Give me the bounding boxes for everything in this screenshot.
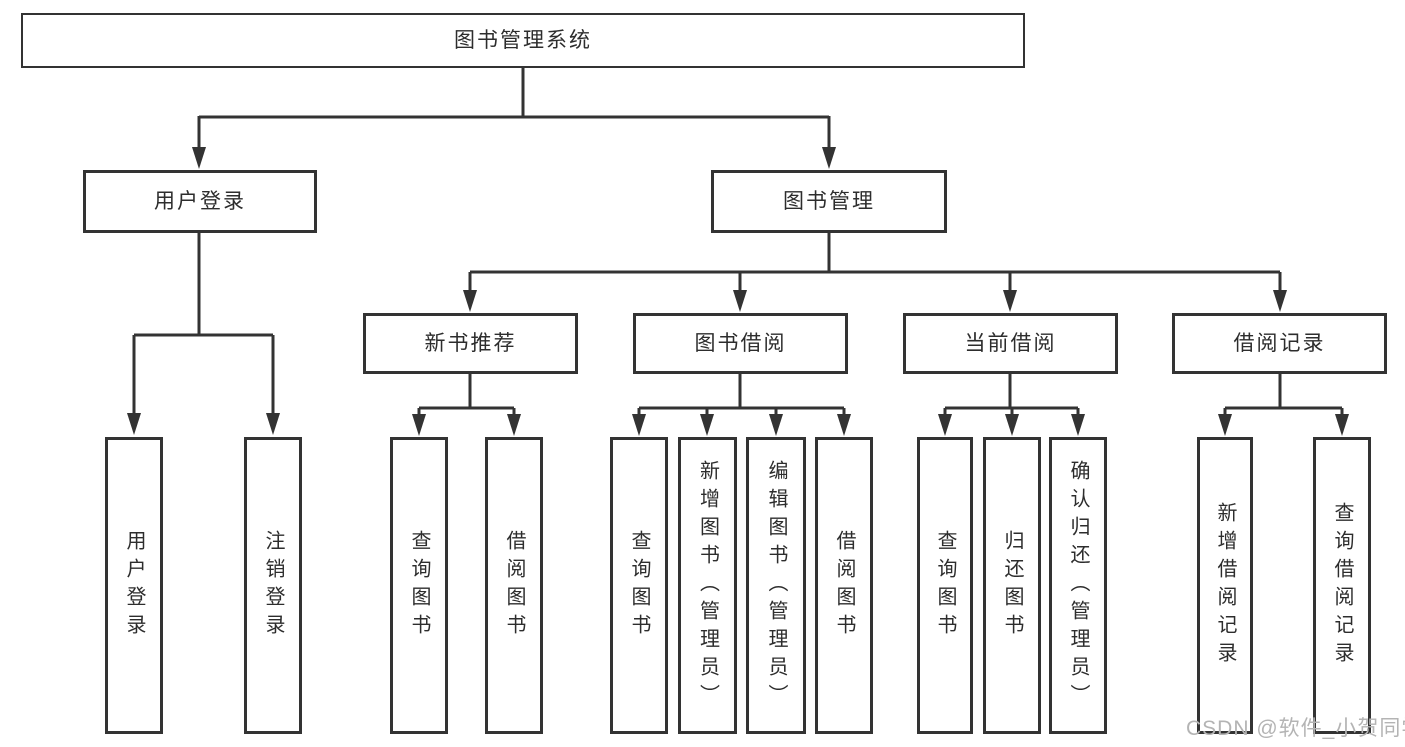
- node-leaf-query-book-2: 查询图书: [610, 437, 668, 734]
- connector-root-to-level2: [192, 68, 836, 169]
- node-leaf-return-book: 归还图书: [983, 437, 1041, 734]
- node-leaf-user-login: 用户登录: [105, 437, 163, 734]
- node-new-book-recommend: 新书推荐: [363, 313, 578, 374]
- node-leaf-edit-book-admin: 编辑图书（管理员）: [746, 437, 806, 734]
- connector-userlogin-to-leaves: [127, 233, 280, 435]
- node-book-management: 图书管理: [711, 170, 947, 233]
- node-user-login: 用户登录: [83, 170, 317, 233]
- connector-borrowrecord-to-leaves: [1218, 373, 1349, 436]
- node-leaf-borrow-book-1: 借阅图书: [485, 437, 543, 734]
- node-leaf-add-borrow-record: 新增借阅记录: [1197, 437, 1253, 734]
- node-borrow-record: 借阅记录: [1172, 313, 1387, 374]
- node-leaf-borrow-book-2: 借阅图书: [815, 437, 873, 734]
- connector-bookborrow-to-leaves: [632, 373, 851, 436]
- node-leaf-add-book-admin: 新增图书（管理员）: [678, 437, 737, 734]
- node-root-system: 图书管理系统: [21, 13, 1025, 68]
- node-leaf-query-book-3: 查询图书: [917, 437, 973, 734]
- connector-bookmgmt-to-row3: [463, 233, 1287, 312]
- node-leaf-query-borrow-record: 查询借阅记录: [1313, 437, 1371, 734]
- connector-newbook-to-leaves: [412, 373, 521, 436]
- watermark-text: CSDN @软件_小贺同学: [1186, 717, 1405, 740]
- connector-currentborrow-to-leaves: [938, 373, 1085, 436]
- node-leaf-logout: 注销登录: [244, 437, 302, 734]
- node-leaf-confirm-return-admin: 确认归还（管理员）: [1049, 437, 1107, 734]
- node-current-borrow: 当前借阅: [903, 313, 1118, 374]
- node-leaf-query-book-1: 查询图书: [390, 437, 448, 734]
- node-book-borrow: 图书借阅: [633, 313, 848, 374]
